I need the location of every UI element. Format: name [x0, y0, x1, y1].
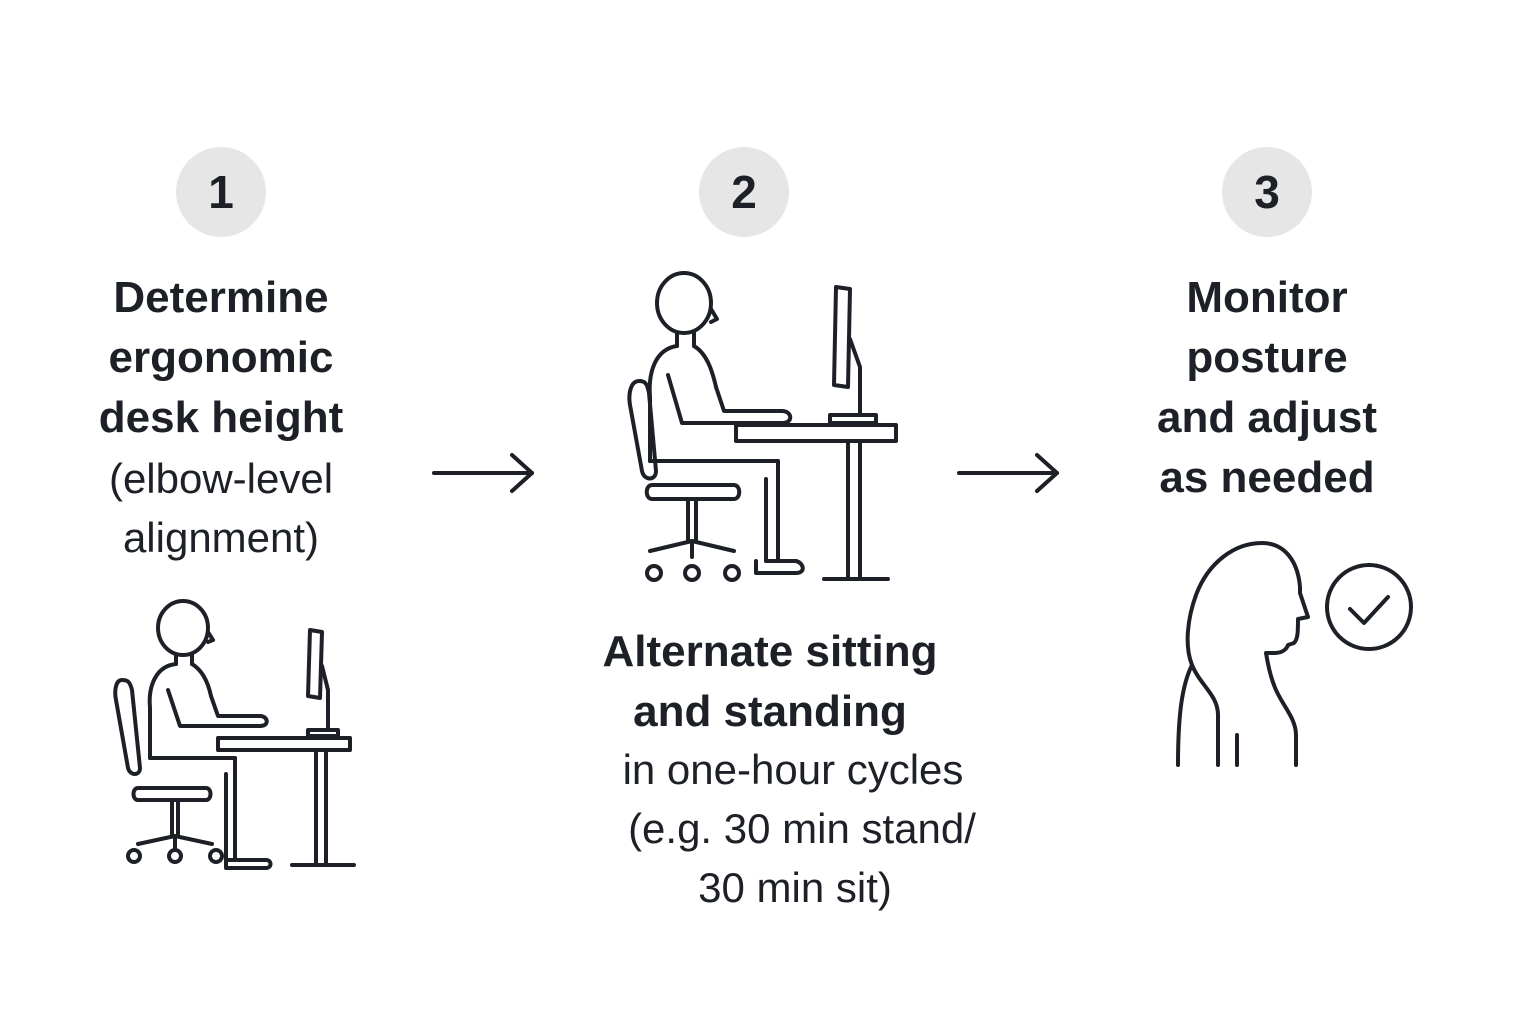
step-2-sub-line-3: 30 min sit) — [698, 864, 892, 911]
step-2-sub-line-2: (e.g. 30 min stand/ — [628, 805, 976, 852]
arrow-2-to-3-icon — [957, 453, 1059, 493]
step-1-number: 1 — [208, 166, 234, 218]
step-1-badge: 1 — [176, 147, 266, 237]
step-3-title-line-1: Monitor — [1186, 273, 1348, 322]
step-3-number: 3 — [1254, 166, 1280, 218]
seated-desk-icon — [113, 599, 356, 870]
step-1-sub-line-2: alignment) — [122, 514, 320, 561]
step-2-subtitle: in one-hour cycles (e.g. 30 min stand/ 3… — [530, 740, 1010, 917]
step-2-title: Alternate sitting and standing — [530, 622, 1010, 742]
step-1-sub-line-1: (elbow-level — [108, 455, 334, 502]
step-2-number: 2 — [731, 166, 757, 218]
seated-desk-icon — [627, 271, 898, 582]
step-3-title-line-3: and adjust — [1156, 393, 1378, 442]
step-2-title-line-1: Alternate sitting — [602, 627, 938, 676]
step-1-title-line-2: ergonomic — [108, 333, 334, 382]
step-2-sub-line-1: in one-hour cycles — [622, 746, 964, 793]
step-3-title-line-2: posture — [1186, 333, 1348, 382]
head-profile-check-icon — [1176, 541, 1413, 767]
step-3-title: Monitor posture and adjust as needed — [1100, 268, 1434, 508]
step-1-title-line-3: desk height — [98, 393, 344, 442]
step-3-badge: 3 — [1222, 147, 1312, 237]
step-2-title-line-2: and standing — [633, 687, 907, 736]
arrow-1-to-2-icon — [432, 453, 534, 493]
step-2-badge: 2 — [699, 147, 789, 237]
step-1-title: Determine ergonomic desk height — [40, 268, 402, 448]
step-1-subtitle: (elbow-level alignment) — [40, 449, 402, 567]
step-3-title-line-4: as needed — [1159, 453, 1375, 502]
step-1-title-line-1: Determine — [113, 273, 329, 322]
